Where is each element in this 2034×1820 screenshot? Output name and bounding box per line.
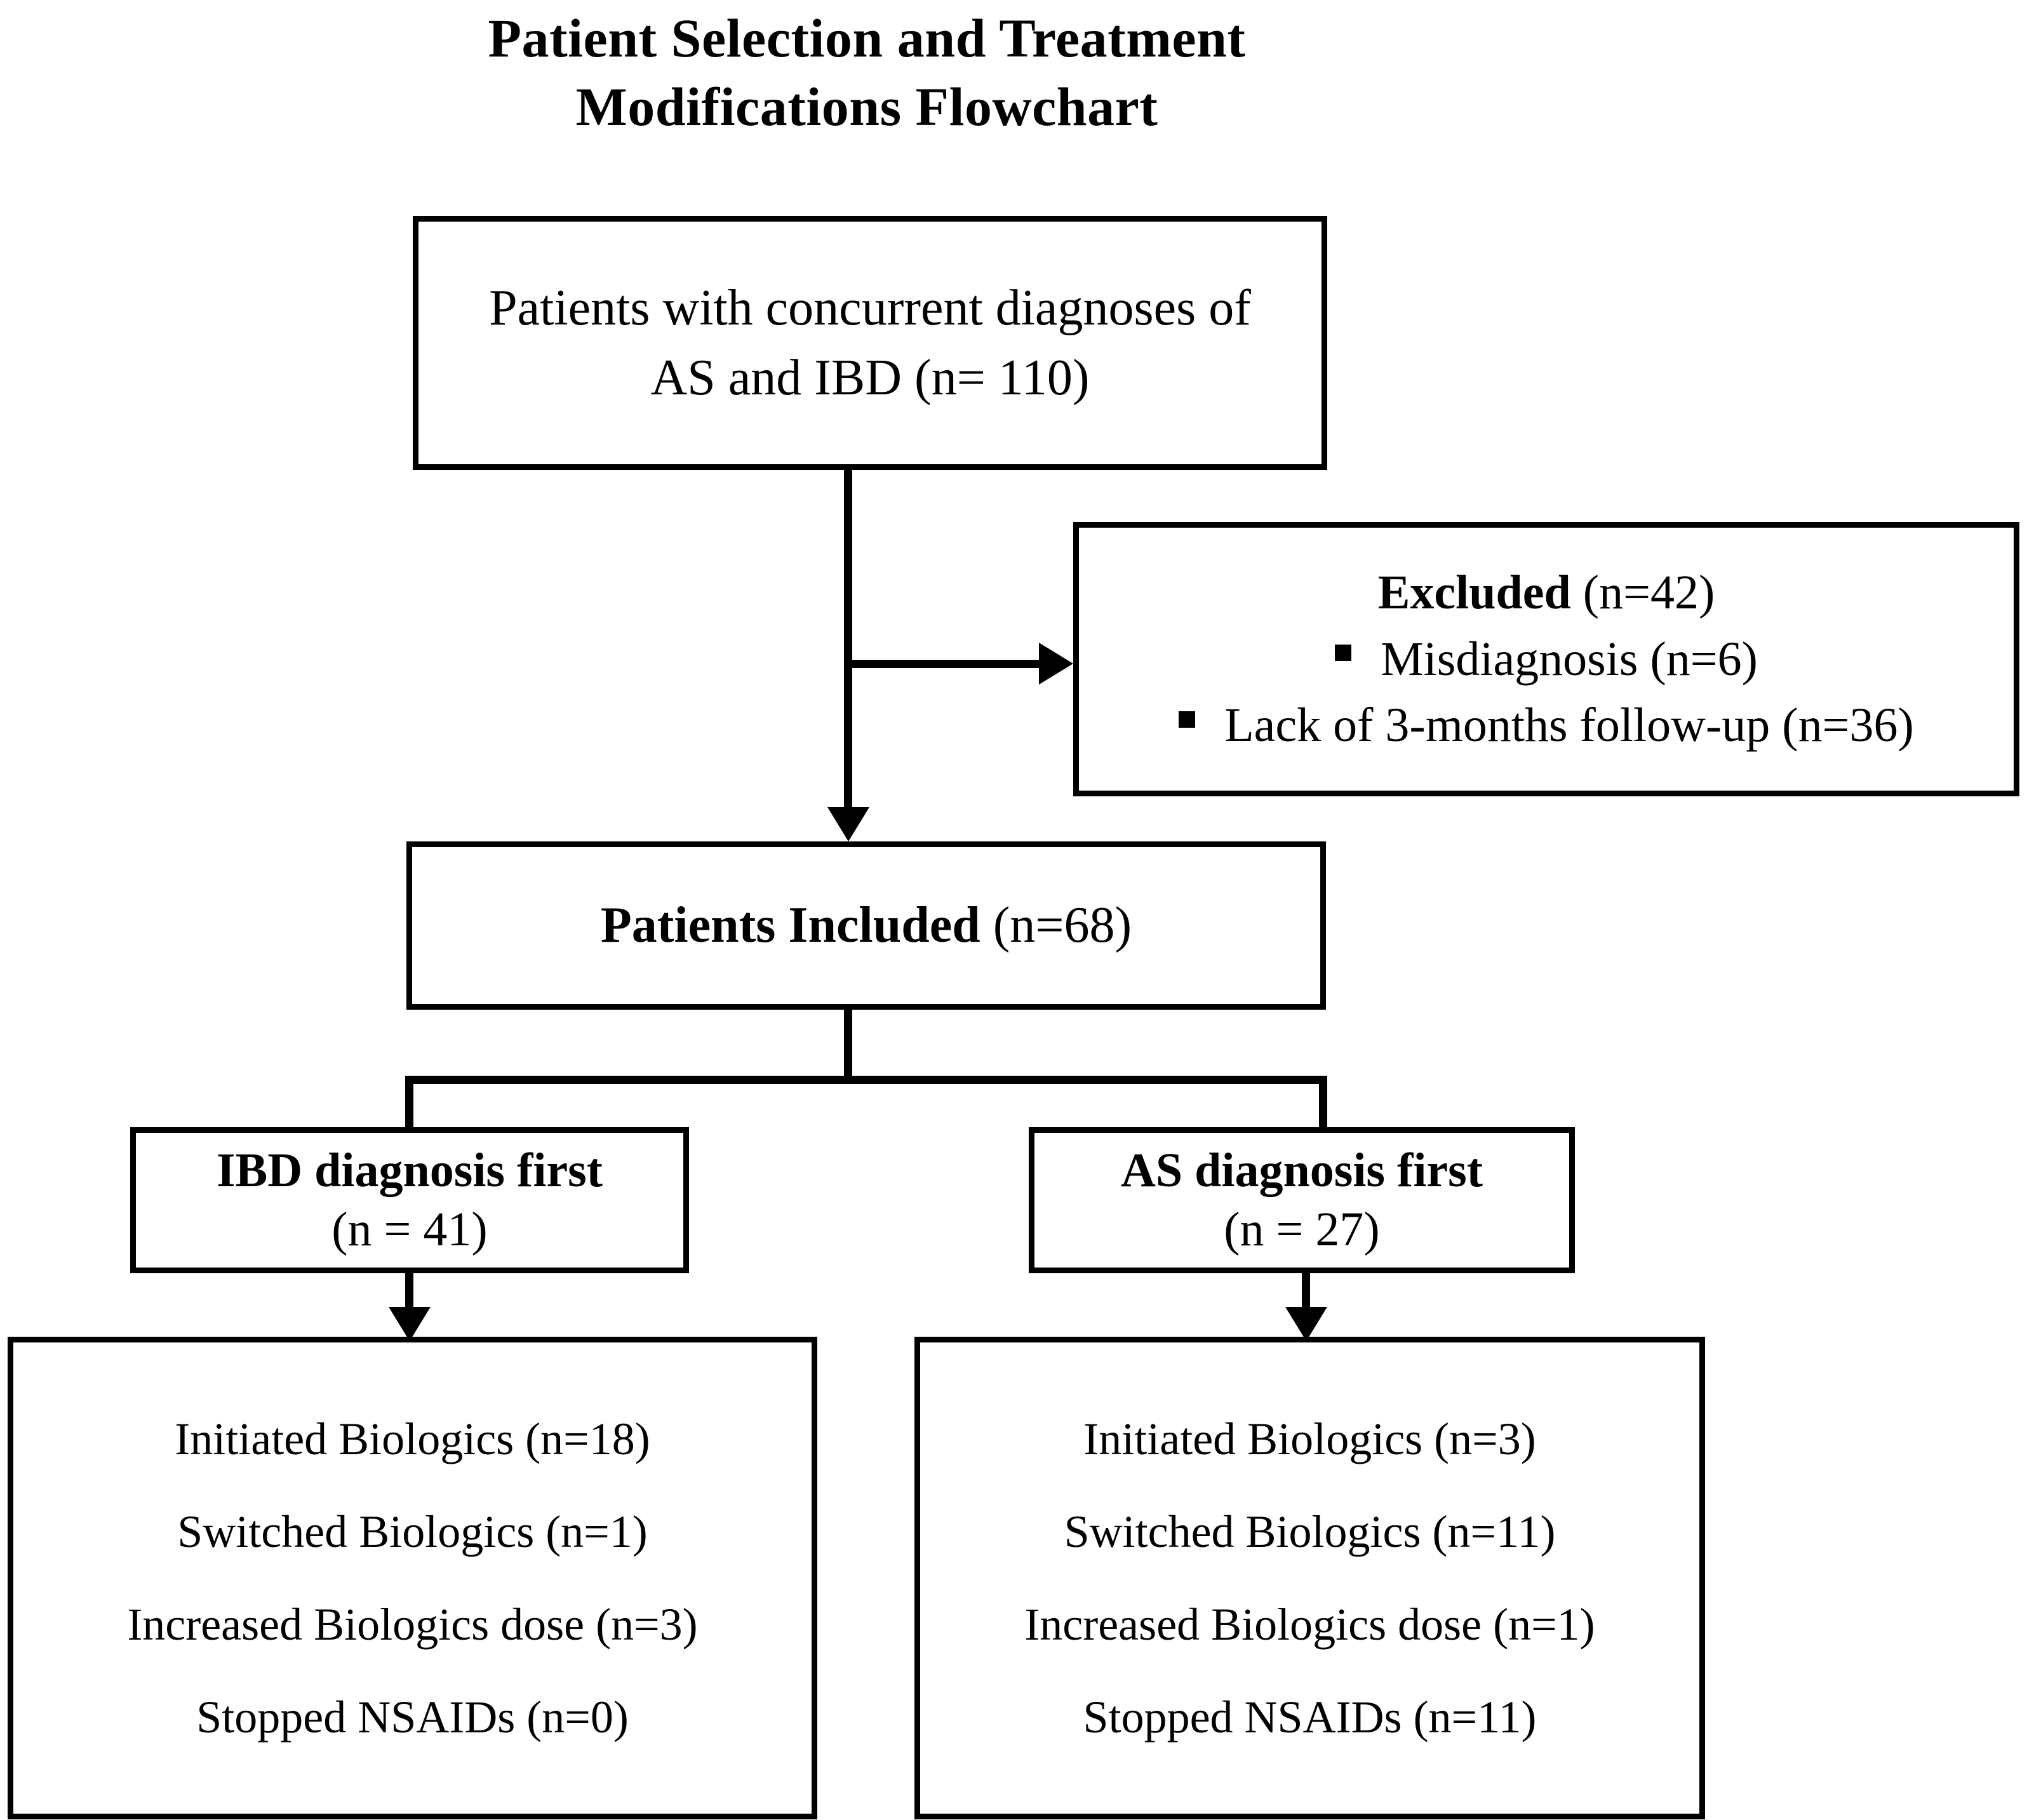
page-title-line-1: Patient Selection and Treatment [488,8,1246,69]
connector-source-trunk-upper [844,470,852,664]
excluded-header-count: (n=42) [1570,565,1715,619]
node-patients-included: Patients Included (n=68) [406,841,1326,1010]
ibd-first-title: IBD diagnosis first [216,1144,603,1198]
excluded-bullet-1-label: Misdiagnosis (n=6) [1381,632,1758,686]
connector-included-fork-bar [405,1076,1327,1084]
outcome-item: Stopped NSAIDs (n=0) [196,1692,629,1743]
connector-as-to-outcomes [1302,1273,1310,1309]
connector-ibd-to-outcomes [405,1273,413,1309]
square-bullet-icon [1335,644,1352,661]
connector-fork-left-drop [405,1076,413,1132]
node-excluded: Excluded (n=42) Misdiagnosis (n=6) Lack … [1073,522,2019,796]
source-line-2: AS and IBD (n= 110) [650,350,1090,406]
outcome-item: Increased Biologics dose (n=3) [127,1599,698,1650]
as-first-title: AS diagnosis first [1120,1144,1483,1198]
connector-source-to-excluded [844,660,1039,668]
outcome-item: Stopped NSAIDs (n=11) [1083,1692,1537,1743]
node-outcomes-as-first: Initiated Biologics (n=3) Switched Biolo… [914,1337,1705,1819]
page-title: Patient Selection and Treatment Modifica… [0,4,1734,142]
excluded-bullet-2-label: Lack of 3-months follow-up (n=36) [1224,699,1914,753]
arrowhead-to-outcomes-as [1285,1307,1327,1341]
arrowhead-to-outcomes-ibd [389,1307,431,1341]
excluded-header: Excluded (n=42) [1378,561,1715,624]
excluded-bullet-1: Misdiagnosis (n=6) [1335,628,1758,691]
square-bullet-icon [1179,711,1196,728]
arrowhead-to-excluded [1039,643,1073,685]
page-title-line-2: Modifications Flowchart [575,76,1158,138]
as-first-count: (n = 27) [1224,1203,1380,1256]
arrowhead-to-included [827,807,869,841]
included-label-count: (n=68) [980,897,1132,953]
excluded-bullet-2: Lack of 3-months follow-up (n=36) [1179,694,1914,757]
node-as-diagnosis-first: AS diagnosis first (n = 27) [1029,1127,1575,1273]
excluded-header-bold: Excluded [1377,565,1571,619]
ibd-first-count: (n = 41) [331,1203,488,1256]
connector-fork-right-drop [1319,1076,1327,1132]
connector-included-stem [844,1010,852,1080]
connector-source-trunk-lower [844,664,852,807]
outcome-item: Switched Biologics (n=11) [1064,1506,1556,1557]
outcome-item: Increased Biologics dose (n=1) [1024,1599,1595,1650]
node-ibd-diagnosis-first: IBD diagnosis first (n = 41) [130,1127,689,1273]
outcome-item: Switched Biologics (n=1) [177,1506,648,1557]
included-label: Patients Included (n=68) [601,897,1132,954]
included-label-bold: Patients Included [600,897,980,953]
outcome-item: Initiated Biologics (n=3) [1083,1414,1536,1464]
outcome-item: Initiated Biologics (n=18) [175,1414,650,1464]
node-source-population: Patients with concurrent diagnoses of AS… [413,216,1327,470]
node-outcomes-ibd-first: Initiated Biologics (n=18) Switched Biol… [8,1337,817,1819]
source-line-1: Patients with concurrent diagnoses of [489,279,1251,336]
